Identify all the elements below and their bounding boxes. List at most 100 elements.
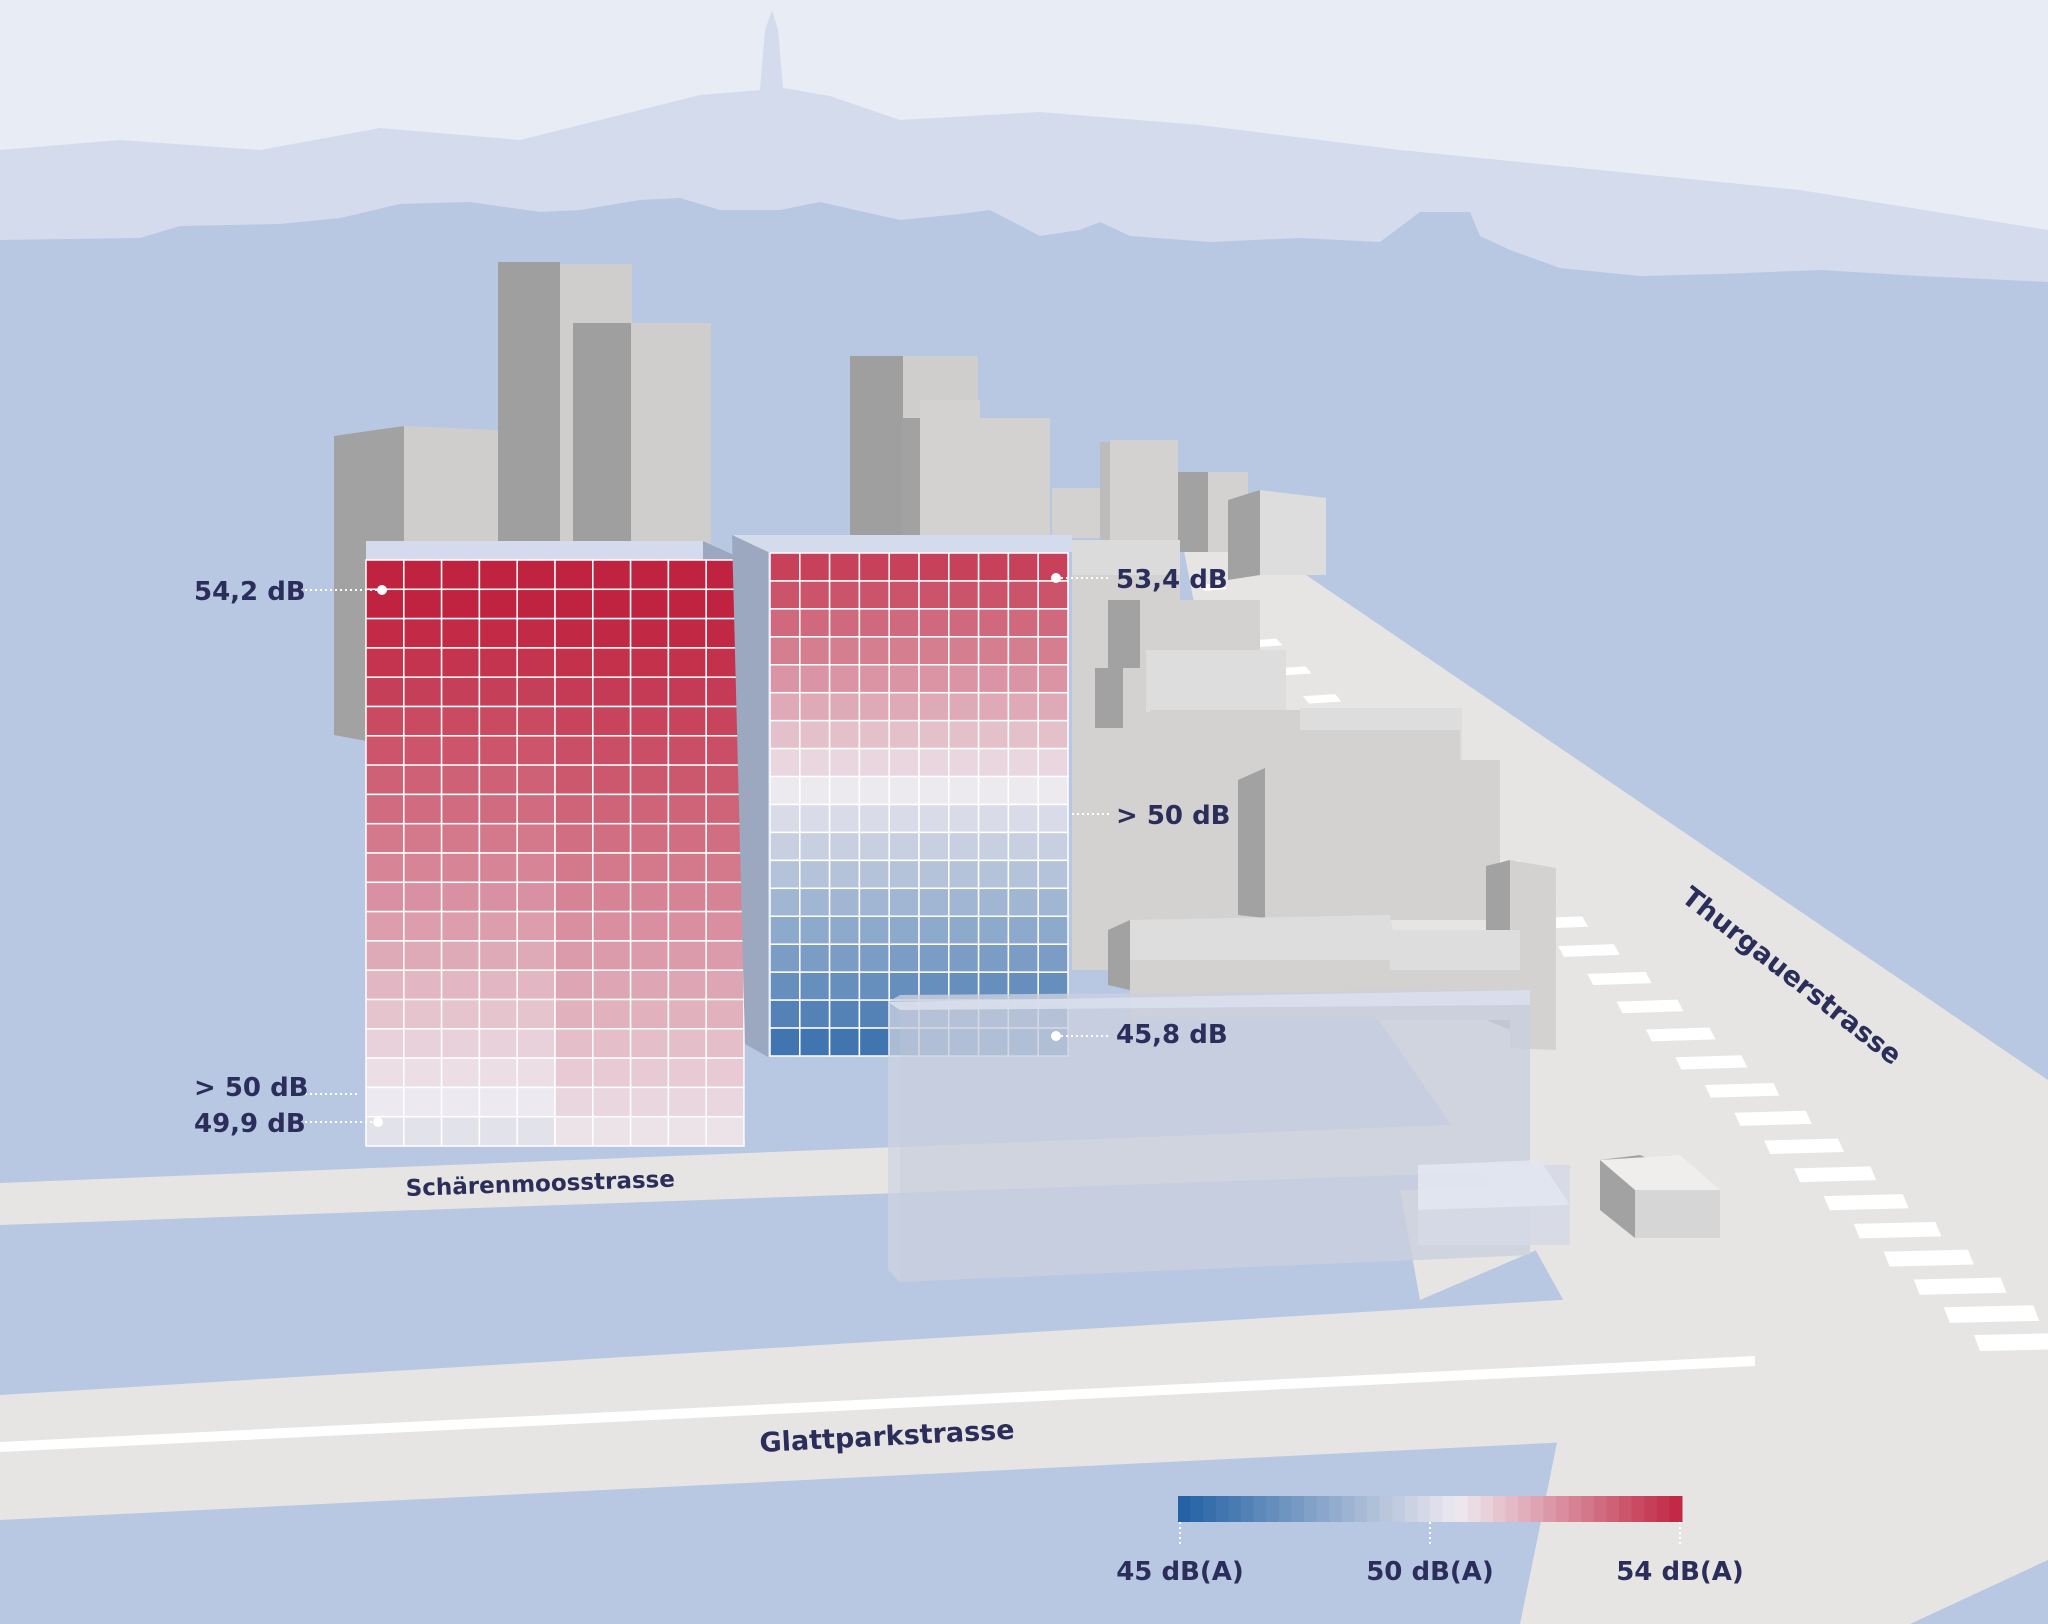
facade-cell bbox=[667, 852, 707, 884]
facade-cell bbox=[888, 580, 920, 610]
facade-cell bbox=[1037, 664, 1069, 694]
facade-cell bbox=[858, 943, 890, 973]
facade-cell bbox=[1007, 719, 1039, 750]
scale-step bbox=[1178, 1496, 1192, 1522]
facade-cell bbox=[403, 676, 443, 708]
facade-cell bbox=[440, 1086, 481, 1118]
scale-step bbox=[1266, 1496, 1280, 1522]
facade-cell bbox=[948, 887, 980, 918]
facade-cell bbox=[403, 881, 443, 913]
facade-cell bbox=[977, 747, 1010, 778]
facade-cell bbox=[799, 887, 831, 918]
scale-min-label: 45 dB(A) bbox=[1116, 1557, 1244, 1587]
left-facade-heatmap bbox=[365, 559, 745, 1147]
right-threshold-label: > 50 dB bbox=[1116, 801, 1231, 831]
facade-cell bbox=[858, 664, 890, 694]
facade-cell bbox=[516, 676, 556, 708]
facade-cell bbox=[828, 636, 861, 666]
facade-cell bbox=[516, 1057, 556, 1089]
facade-cell bbox=[516, 881, 556, 913]
facade-cell bbox=[592, 617, 632, 649]
facade-cell bbox=[888, 747, 920, 778]
facade-cell bbox=[592, 998, 632, 1030]
facade-cell bbox=[365, 793, 405, 825]
facade-cell bbox=[948, 552, 980, 582]
facade-cell bbox=[888, 608, 920, 638]
facade-cell bbox=[1007, 608, 1039, 638]
facade-cell bbox=[918, 691, 950, 722]
facade-cell bbox=[667, 1086, 707, 1118]
facade-cell bbox=[554, 1115, 594, 1147]
facade-cell bbox=[629, 969, 670, 1001]
facade-cell bbox=[858, 691, 890, 722]
crosswalk-stripe bbox=[1943, 1305, 2040, 1323]
facade-cell bbox=[918, 719, 950, 750]
facade-cell bbox=[667, 676, 707, 708]
facade-cell bbox=[365, 764, 405, 796]
facade-cell bbox=[1037, 747, 1069, 778]
facade-cell bbox=[403, 822, 443, 854]
facade-cell bbox=[888, 664, 920, 694]
facade-cell bbox=[516, 617, 556, 649]
facade-cell bbox=[858, 803, 890, 834]
facade-cell bbox=[478, 764, 518, 796]
facade-cell bbox=[478, 559, 518, 591]
scale-step bbox=[1518, 1496, 1532, 1522]
facade-cell bbox=[1007, 775, 1039, 806]
facade-cell bbox=[440, 676, 481, 708]
facade-cell bbox=[828, 831, 861, 862]
facade-cell bbox=[403, 940, 443, 971]
facade-cell bbox=[918, 915, 950, 945]
left-building-roof bbox=[366, 541, 745, 560]
crosswalk-stripe bbox=[1764, 1138, 1844, 1154]
crosswalk-stripe bbox=[1734, 1110, 1812, 1126]
facade-cell bbox=[403, 735, 443, 766]
facade-cell bbox=[799, 664, 831, 694]
facade-cell bbox=[554, 998, 594, 1030]
facade-cell bbox=[1007, 831, 1039, 862]
facade-cell bbox=[516, 1115, 556, 1147]
facade-cell bbox=[592, 1115, 632, 1147]
measure-point-left-top bbox=[377, 585, 387, 595]
scale-step bbox=[1430, 1496, 1444, 1522]
facade-cell bbox=[858, 608, 890, 638]
facade-cell bbox=[769, 636, 801, 666]
facade-cell bbox=[554, 647, 594, 678]
facade-cell bbox=[948, 580, 980, 610]
facade-cell bbox=[592, 588, 632, 620]
facade-cell bbox=[1037, 580, 1069, 610]
facade-cell bbox=[1037, 859, 1069, 890]
facade-cell bbox=[888, 831, 920, 862]
facade-cell bbox=[799, 1027, 831, 1057]
facade-cell bbox=[858, 636, 890, 666]
facade-cell bbox=[828, 747, 861, 778]
facade-cell bbox=[918, 747, 950, 778]
facade-cell bbox=[592, 969, 632, 1001]
facade-cell bbox=[478, 998, 518, 1030]
facade-cell bbox=[948, 636, 980, 666]
facade-cell bbox=[478, 793, 518, 825]
facade-cell bbox=[478, 910, 518, 942]
scale-ticks bbox=[1179, 1522, 1681, 1546]
facade-cell bbox=[888, 887, 920, 918]
facade-cell bbox=[667, 822, 707, 854]
facade-cell bbox=[858, 719, 890, 750]
facade-cell bbox=[828, 915, 861, 945]
facade-cell bbox=[629, 588, 670, 620]
facade-cell bbox=[918, 580, 950, 610]
facade-cell bbox=[554, 1086, 594, 1118]
facade-cell bbox=[769, 859, 801, 890]
facade-cell bbox=[403, 1115, 443, 1147]
facade-cell bbox=[629, 764, 670, 796]
facade-cell bbox=[977, 915, 1010, 945]
facade-cell bbox=[858, 831, 890, 862]
facade-cell bbox=[478, 588, 518, 620]
facade-cell bbox=[629, 676, 670, 708]
facade-cell bbox=[667, 940, 707, 971]
facade-cell bbox=[667, 793, 707, 825]
scale-step bbox=[1442, 1496, 1456, 1522]
facade-cell bbox=[828, 859, 861, 890]
facade-cell bbox=[705, 940, 745, 971]
scale-step bbox=[1619, 1496, 1633, 1522]
facade-cell bbox=[403, 1028, 443, 1059]
